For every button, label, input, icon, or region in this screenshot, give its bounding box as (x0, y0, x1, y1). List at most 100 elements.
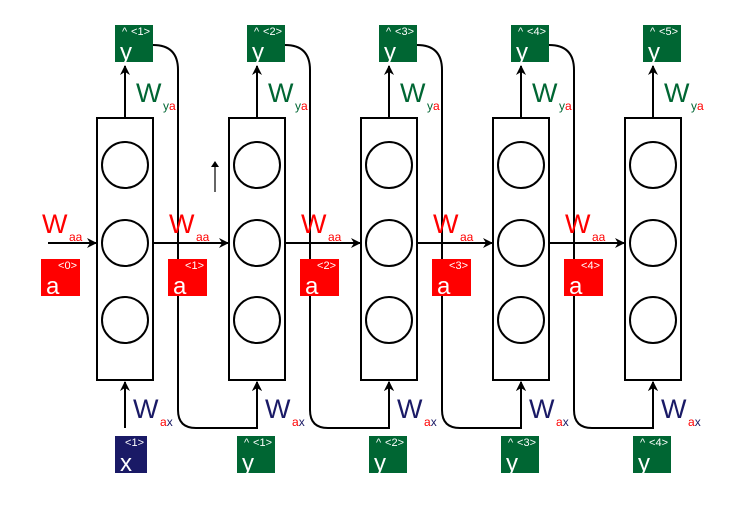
output-label-base: y (252, 39, 264, 66)
input-label-box (115, 436, 147, 473)
neuron (101, 141, 149, 189)
weight-ax-sub-x: x (695, 415, 701, 429)
weight-ya-subscript: ya (559, 99, 572, 113)
weight-aa-subscript: aa (460, 230, 474, 244)
input-label-box (237, 436, 275, 473)
input-label-hat: ^ (244, 437, 250, 449)
activation-label-superscript: <2> (317, 260, 336, 272)
output-label-superscript: <3> (395, 26, 414, 38)
activation-label-base: a (437, 273, 451, 300)
weight-aa-w: W (169, 209, 195, 239)
neuron (497, 219, 545, 267)
weight-ax-w: W (265, 394, 291, 424)
weight-ax-sub-x: x (563, 415, 569, 429)
neuron (497, 296, 545, 344)
neuron (233, 219, 281, 267)
output-label-box (115, 25, 153, 62)
feedback-arrow (548, 44, 658, 429)
neuron (629, 219, 677, 267)
activation-label-base: a (173, 273, 187, 300)
input-label-superscript: <1> (125, 437, 144, 449)
output-label-base: y (516, 39, 528, 66)
weight-ya-subscript: ya (691, 99, 704, 113)
neuron (365, 219, 413, 267)
weight-ya-w: W (136, 78, 162, 108)
activation-label-base: a (46, 273, 60, 300)
input-label-hat: ^ (640, 437, 646, 449)
weight-ax-subscript: ax (292, 415, 305, 429)
input-label-base: y (638, 450, 650, 477)
weight-ax-sub-a: a (688, 415, 695, 429)
weight-ax-subscript: ax (688, 415, 701, 429)
output-label-hat: ^ (650, 26, 656, 38)
activation-label-box (564, 259, 603, 296)
output-label-base: y (648, 39, 660, 66)
feedback-arrow (284, 44, 394, 429)
neuron (629, 141, 677, 189)
weight-ya-w: W (532, 78, 558, 108)
weight-ax-sub-a: a (556, 415, 563, 429)
weight-aa-w: W (301, 209, 327, 239)
weight-aa-subscript: aa (69, 230, 83, 244)
activation-label-box (41, 259, 80, 296)
input-label-superscript: <1> (253, 437, 272, 449)
output-label-superscript: <4> (527, 26, 546, 38)
input-label-base: y (374, 450, 386, 477)
output-label-box (643, 25, 681, 62)
output-label-hat: ^ (386, 26, 392, 38)
input-label-box (501, 436, 539, 473)
weight-aa-subscript: aa (592, 230, 606, 244)
weight-ax-w: W (133, 394, 159, 424)
weight-ya-w: W (268, 78, 294, 108)
weight-aa-subscript: aa (196, 230, 210, 244)
feedback-arrow (152, 44, 262, 429)
weight-ax-sub-a: a (424, 415, 431, 429)
weight-ax-sub-x: x (431, 415, 437, 429)
activation-label-box (300, 259, 339, 296)
weight-aa-w: W (42, 209, 68, 239)
weight-ya-subscript: ya (295, 99, 308, 113)
weight-ax-sub-a: a (160, 415, 167, 429)
weight-ax-w: W (397, 394, 423, 424)
output-label-box (511, 25, 549, 62)
input-label-superscript: <3> (517, 437, 536, 449)
output-label-box (247, 25, 285, 62)
weight-ya-w: W (400, 78, 426, 108)
output-label-superscript: <5> (659, 26, 678, 38)
activation-label-superscript: <4> (581, 260, 600, 272)
input-label-base: y (506, 450, 518, 477)
input-label-hat: ^ (376, 437, 382, 449)
weight-ya-subscript: ya (427, 99, 440, 113)
input-label-base: x (120, 450, 132, 477)
output-label-hat: ^ (518, 26, 524, 38)
neuron (101, 219, 149, 267)
output-label-base: y (120, 39, 132, 66)
neuron (365, 141, 413, 189)
neuron (233, 141, 281, 189)
input-label-superscript: <4> (649, 437, 668, 449)
neuron (233, 296, 281, 344)
neuron (365, 296, 413, 344)
weight-ax-subscript: ax (424, 415, 437, 429)
neuron (101, 296, 149, 344)
weight-aa-subscript: aa (328, 230, 342, 244)
weight-ya-subscript: ya (163, 99, 176, 113)
weight-ax-sub-x: x (167, 415, 173, 429)
activation-label-box (432, 259, 471, 296)
neuron (629, 296, 677, 344)
weight-aa-w: W (433, 209, 459, 239)
weight-ax-sub-x: x (299, 415, 305, 429)
input-label-box (633, 436, 671, 473)
output-label-hat: ^ (122, 26, 128, 38)
activation-label-superscript: <1> (185, 260, 204, 272)
weight-ax-subscript: ax (556, 415, 569, 429)
weight-ya-w: W (664, 78, 690, 108)
output-label-box (379, 25, 417, 62)
activation-label-superscript: <3> (449, 260, 468, 272)
feedback-arrow (416, 44, 526, 429)
activation-label-base: a (305, 273, 319, 300)
output-label-superscript: <1> (131, 26, 150, 38)
input-label-base: y (242, 450, 254, 477)
output-label-hat: ^ (254, 26, 260, 38)
